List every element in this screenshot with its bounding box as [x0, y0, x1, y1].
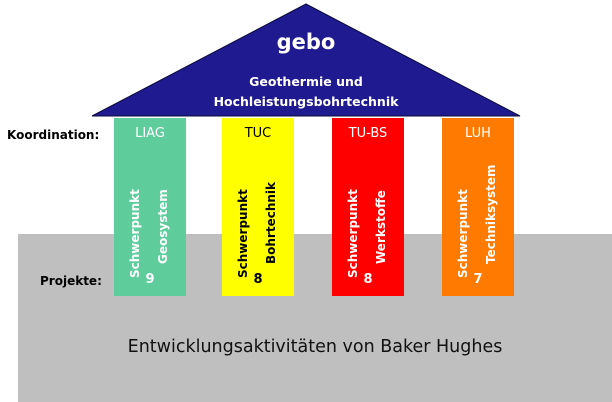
pillar-liag: LIAG Schwerpunkt Geosystem 9	[114, 118, 186, 296]
pillar-tu-bs: TU-BS Schwerpunkt Werkstoffe 8	[332, 118, 404, 296]
pillar-institution: TUC	[244, 126, 272, 141]
pillar-project-count: 8	[363, 272, 373, 287]
roof-title: gebo	[276, 30, 336, 54]
pillar-tuc: TUC Schwerpunkt Bohrtechnik 8	[222, 118, 294, 296]
base-label: Entwicklungsaktivitäten von Baker Hughes	[127, 337, 503, 357]
pillar-focus-line1: Schwerpunkt	[236, 189, 250, 278]
pillar-institution: LUH	[465, 126, 491, 141]
roof-subtitle-line1: Geothermie und	[249, 74, 363, 89]
pillar-luh: LUH Schwerpunkt Techniksystem 7	[442, 118, 514, 296]
roof-subtitle-line2: Hochleistungsbohrtechnik	[213, 94, 399, 109]
pillar-focus-line1: Schwerpunkt	[128, 189, 142, 278]
pillar-focus-line1: Schwerpunkt	[346, 189, 360, 278]
pillar-project-count: 9	[145, 272, 155, 287]
roof-shape	[91, 3, 521, 117]
pillar-focus-line2: Werkstoffe	[374, 190, 388, 264]
pillar-focus-line2: Techniksystem	[484, 164, 498, 264]
projects-label: Projekte:	[40, 274, 102, 288]
pillar-focus: Schwerpunkt Geosystem	[121, 160, 181, 278]
pillar-institution: LIAG	[135, 126, 165, 141]
pillar-focus: Schwerpunkt Bohrtechnik	[229, 160, 289, 278]
pillar-focus-line2: Bohrtechnik	[264, 181, 278, 264]
coordination-label: Koordination:	[7, 128, 100, 142]
pillar-focus-line1: Schwerpunkt	[456, 189, 470, 278]
pillar-focus: Schwerpunkt Werkstoffe	[339, 160, 399, 278]
base-platform	[18, 234, 612, 402]
pillar-project-count: 8	[253, 272, 263, 287]
pillar-project-count: 7	[473, 272, 483, 287]
pillar-focus-line2: Geosystem	[156, 189, 170, 264]
pillar-institution: TU-BS	[348, 126, 388, 141]
pillar-focus: Schwerpunkt Techniksystem	[449, 160, 509, 278]
